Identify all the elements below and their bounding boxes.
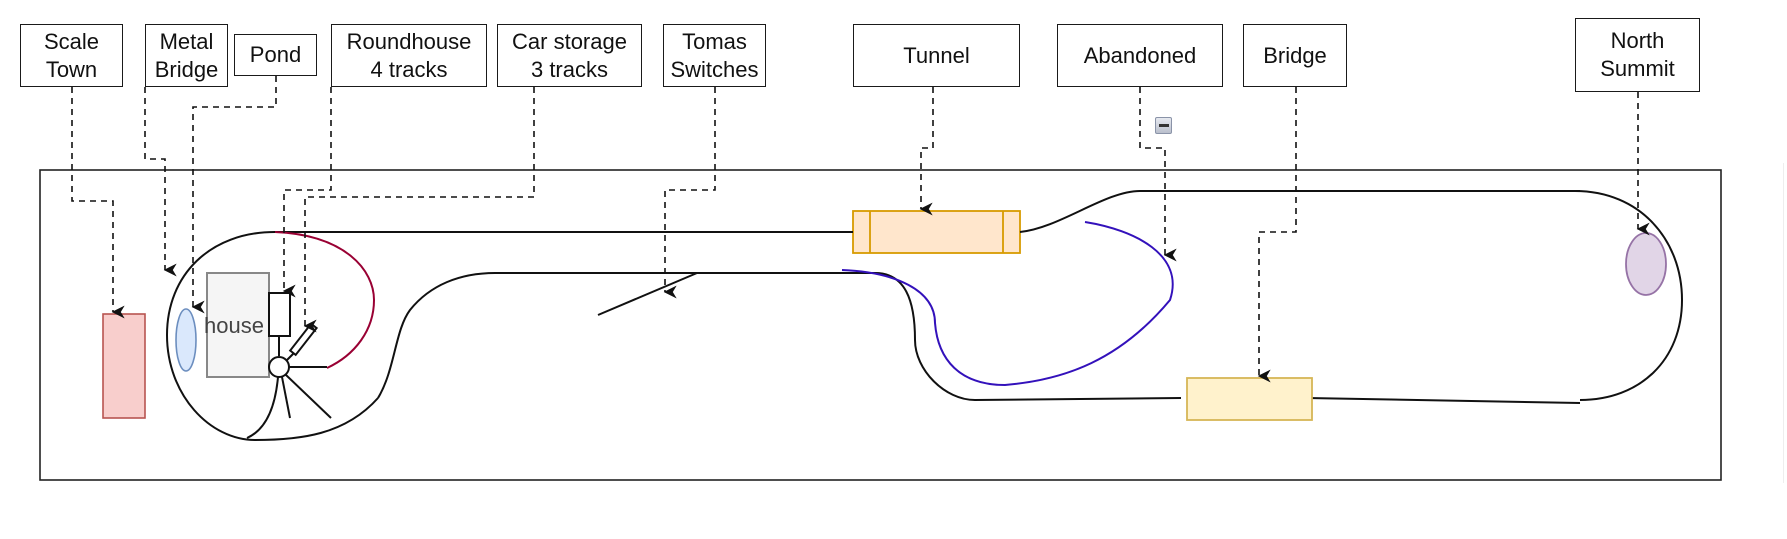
label-tunnel[interactable]: Tunnel: [853, 24, 1020, 87]
pond-shape[interactable]: [175, 308, 197, 372]
abandoned-track[interactable]: [841, 221, 1174, 387]
car-storage-spur[interactable]: [288, 322, 319, 357]
turntable[interactable]: [268, 356, 290, 378]
label-pond[interactable]: Pond: [234, 34, 317, 76]
turntable-stall[interactable]: [268, 292, 291, 337]
track-bottom-main-right[interactable]: [1306, 397, 1581, 404]
collapse-icon[interactable]: [1155, 117, 1172, 134]
connectors: [71, 76, 1650, 383]
track-top-main[interactable]: [1019, 190, 1580, 233]
panel-edge: [1783, 163, 1784, 483]
track-bottom-main[interactable]: [974, 397, 1182, 401]
track-center-curve[interactable]: [874, 272, 976, 401]
turntable-track: [246, 376, 279, 439]
label-roundhouse[interactable]: Roundhouse 4 tracks: [331, 24, 487, 87]
connector-tunnel: [919, 87, 934, 216]
label-tomas-switches[interactable]: Tomas Switches: [663, 24, 766, 87]
connector-scale-town: [71, 87, 125, 319]
track-lower-main[interactable]: [377, 272, 875, 399]
track-roundhouse-spur[interactable]: [274, 231, 376, 369]
connector-pond: [191, 76, 277, 314]
label-metal-bridge[interactable]: Metal Bridge: [145, 24, 228, 87]
connector-car-storage: [303, 87, 535, 333]
connector-tomas-switches: [663, 87, 716, 299]
connector-roundhouse: [282, 87, 332, 298]
connector-bridge: [1257, 87, 1297, 383]
north-summit-shape[interactable]: [1625, 232, 1667, 296]
minus-icon: [1158, 124, 1169, 127]
baseboard-frame: [39, 169, 1722, 481]
house-label: house: [204, 313, 264, 338]
bridge-block[interactable]: [1186, 377, 1313, 421]
connector-abandoned: [1139, 87, 1177, 262]
track-return-loop[interactable]: [1574, 190, 1684, 401]
turntable-track: [281, 376, 291, 419]
tunnel-block[interactable]: [852, 210, 1021, 254]
house-block[interactable]: [206, 272, 270, 378]
track-roundhouse-loop[interactable]: [165, 231, 379, 442]
turntable-track: [285, 374, 332, 419]
label-abandoned[interactable]: Abandoned: [1057, 24, 1223, 87]
label-bridge[interactable]: Bridge: [1243, 24, 1347, 87]
tomas-switch-track[interactable]: [597, 272, 698, 316]
label-north-summit[interactable]: North Summit: [1575, 18, 1700, 92]
connector-metal-bridge: [144, 87, 177, 277]
label-car-storage[interactable]: Car storage 3 tracks: [497, 24, 642, 87]
label-scale-town[interactable]: Scale Town: [20, 24, 123, 87]
scale-town-block[interactable]: [102, 313, 146, 419]
